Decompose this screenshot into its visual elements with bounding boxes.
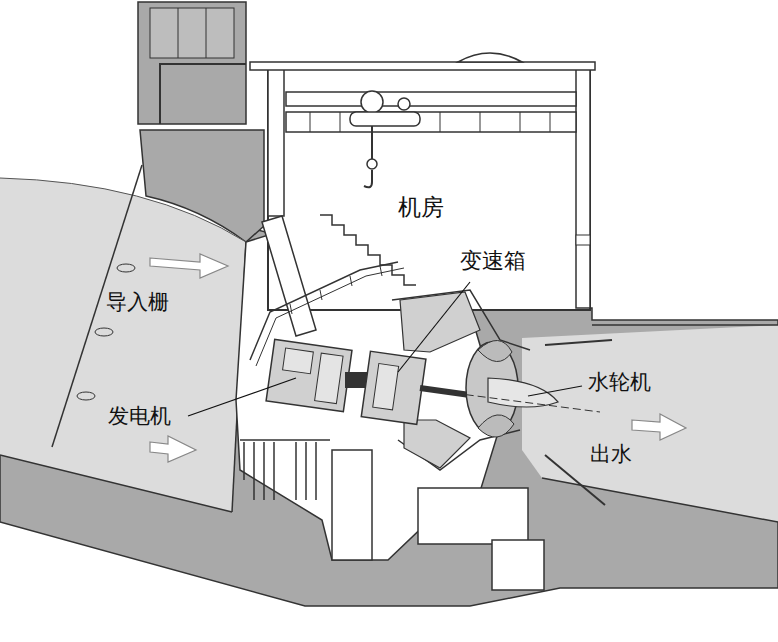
gantry: [138, 2, 246, 124]
roof-dome: [458, 53, 522, 62]
flow-arrow: [150, 436, 196, 462]
part-label: 机房: [396, 194, 446, 220]
part-label: 水轮机: [586, 370, 653, 394]
part-label: 变速箱: [458, 248, 528, 273]
channel-floor: [0, 455, 232, 512]
railing: [250, 262, 398, 360]
rack-hole: [95, 328, 113, 336]
staircase: [320, 215, 416, 285]
flow-arrow: [632, 414, 686, 440]
rack-hole: [117, 264, 135, 272]
powerhouse: [268, 68, 590, 310]
downstream-water: [522, 325, 778, 522]
part-label: 发电机: [106, 404, 173, 428]
part-label: 导入栅: [104, 290, 171, 314]
gearbox: [361, 351, 426, 424]
water-surface: [0, 178, 246, 242]
coupling: [345, 372, 367, 388]
part-label: 出水: [588, 442, 634, 466]
upstream-water: [0, 178, 246, 512]
leader-line: [188, 378, 296, 416]
generator: [266, 339, 352, 411]
flow-arrow: [150, 254, 228, 278]
gantry-panel: [150, 8, 234, 58]
leader-line: [528, 386, 582, 396]
leader-line: [398, 282, 470, 372]
crane-beam: [286, 92, 576, 106]
rack-hole: [77, 392, 95, 400]
